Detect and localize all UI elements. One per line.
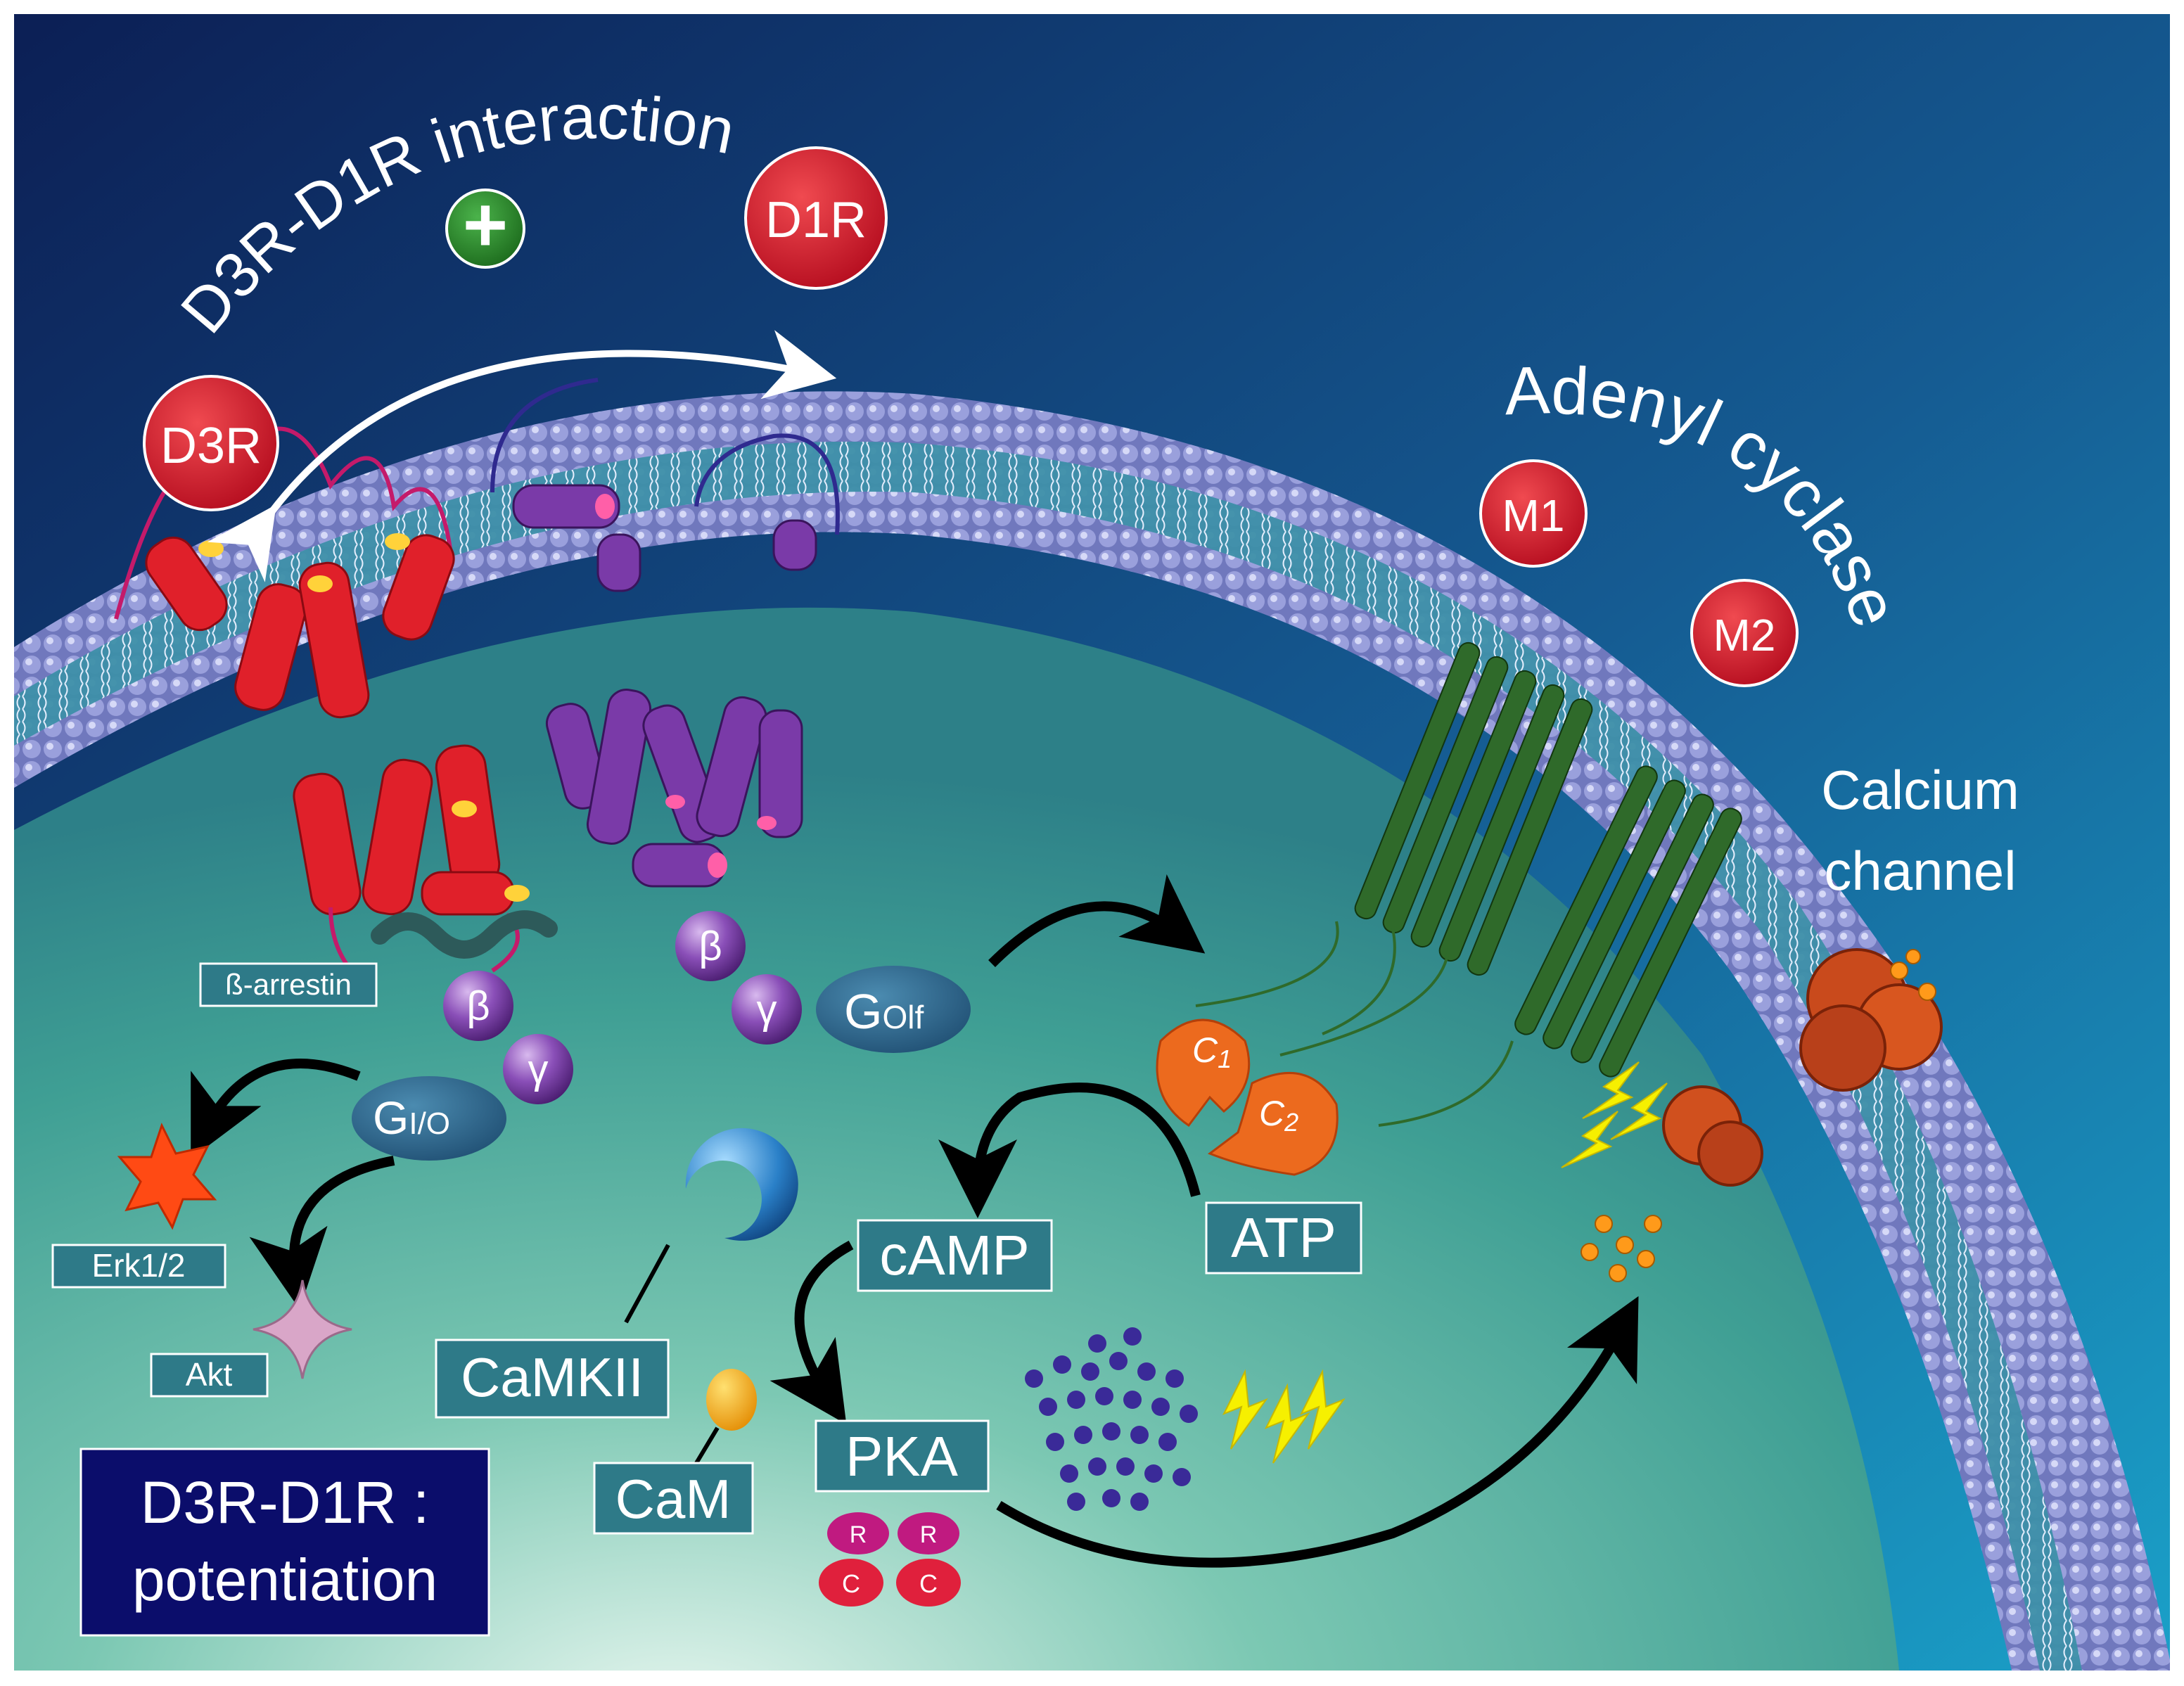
gio-beta-label: β [466, 983, 490, 1029]
signal-arrows [191, 874, 1639, 1568]
golf-gamma-label: γ [757, 987, 777, 1033]
pka-subunits [819, 1512, 961, 1607]
m1-label: M1 [1502, 490, 1565, 541]
akt-shape [253, 1279, 352, 1379]
calcium-channel-line1: Calcium [1821, 759, 2019, 821]
plus-symbol: + [463, 181, 508, 268]
c2-domain [1207, 1072, 1339, 1176]
d3r-label: D3R [160, 418, 262, 474]
pka-label: PKA [845, 1425, 959, 1488]
d3r-badge [143, 375, 279, 511]
g-protein-golf [675, 911, 971, 1053]
plus-badge [445, 189, 525, 269]
c2-label: C2 [1259, 1094, 1298, 1137]
pka-particles [1025, 1327, 1198, 1511]
camkii-shape [624, 1128, 798, 1324]
g-protein-gio [352, 971, 573, 1161]
cell-membrane [14, 391, 2170, 1671]
d1r-label: D1R [765, 192, 867, 248]
beta-arrestin-shape [371, 910, 558, 959]
c1-domain [1156, 1018, 1251, 1128]
akt-label: Akt [186, 1356, 233, 1393]
label-boxes [51, 962, 1362, 1535]
golf-main: G [844, 984, 882, 1039]
gio-main: G [373, 1092, 409, 1144]
beta-arrestin-label: ß-arrestin [225, 968, 352, 1001]
c2-sub: 2 [1284, 1108, 1298, 1137]
calcium-channel [1580, 948, 1943, 1282]
summary-box-bg [79, 1448, 490, 1637]
golf-label: GOlf [844, 984, 924, 1039]
pka-r1-label: R [850, 1521, 867, 1548]
m1-badge [1479, 459, 1588, 568]
interaction-arrow [207, 330, 837, 582]
adenyl-cyclase-helices [1354, 641, 1742, 1078]
c2-main: C [1259, 1094, 1285, 1133]
pka-c1-label: C [842, 1569, 860, 1598]
gio-sub: I/O [409, 1106, 450, 1141]
pka-c2-label: C [919, 1569, 938, 1598]
c1-main: C [1192, 1030, 1218, 1070]
summary-line2: potentiation [132, 1547, 438, 1613]
cam-label: CaM [615, 1468, 732, 1530]
calcium-channel-line2: channel [1824, 840, 2016, 902]
m2-badge [1690, 579, 1799, 687]
golf-sub: Olf [882, 999, 924, 1035]
gio-gamma-label: γ [528, 1047, 549, 1092]
golf-beta-label: β [698, 924, 722, 969]
atp-label: ATP [1231, 1206, 1336, 1269]
pka-r2-label: R [920, 1521, 938, 1548]
cam-shape [694, 1369, 757, 1464]
cyclase-loops [1195, 921, 1514, 1127]
c1-sub: 1 [1218, 1045, 1232, 1073]
summary-line1: D3R-D1R : [141, 1469, 430, 1535]
pka-activation-arrows [1222, 1369, 1346, 1464]
erk-label: Erk1/2 [92, 1247, 186, 1284]
calcium-influx-arrows [1561, 1061, 1668, 1168]
gio-label: GI/O [373, 1092, 450, 1144]
c1-label: C1 [1192, 1030, 1232, 1073]
m2-label: M2 [1713, 610, 1776, 660]
camp-label: cAMP [879, 1224, 1029, 1286]
camkii-label: CaMKII [461, 1346, 644, 1408]
erk-shape [117, 1123, 217, 1230]
d1r-badge [744, 146, 888, 290]
